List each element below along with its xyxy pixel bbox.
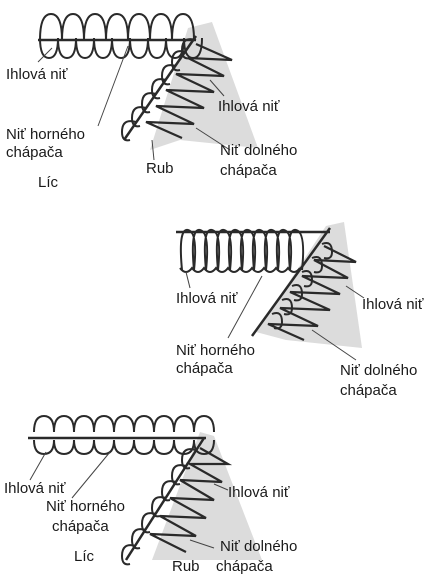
label-needle-thread-right-middle: Ihlová niť [362,296,424,313]
label-upper-looper-line2-bottom: chápača [52,518,109,535]
label-upper-looper-line2-middle: chápača [176,360,233,377]
label-needle-thread-right-top: Ihlová niť [218,98,280,115]
label-back-bottom: Rub [172,558,200,575]
leader-needle-left-bottom [30,452,46,480]
needle-thread-base-middle [180,268,300,272]
label-needle-thread-left-bottom: Ihlová niť [4,480,66,497]
upper-looper-loops-bottom [34,416,214,432]
label-upper-looper-line2-top: chápača [6,144,63,161]
label-needle-thread-right-bottom: Ihlová niť [228,484,290,501]
needle-thread-loops-bottom [34,440,214,454]
label-face-bottom: Líc [74,548,94,565]
label-face-top: Líc [38,174,58,191]
label-lower-looper-line2-middle: chápača [340,382,397,399]
label-lower-looper-line1-bottom: Niť dolného [220,538,297,555]
label-lower-looper-line1-top: Niť dolného [220,142,297,159]
label-lower-looper-line2-bottom: chápača [216,558,273,575]
label-needle-thread-left-top: Ihlová niť [6,66,68,83]
label-lower-looper-line1-middle: Niť dolného [340,362,417,379]
leader-needle-left-top [38,48,52,62]
label-needle-thread-left-middle: Ihlová niť [176,290,238,307]
label-upper-looper-line1-top: Niť horného [6,126,85,143]
leader-upper-looper-bottom [72,452,110,498]
label-lower-looper-line2-top: chápača [220,162,277,179]
upper-looper-loops-top [40,14,194,40]
label-upper-looper-line1-middle: Niť horného [176,342,255,359]
upper-looper-loops-middle [181,230,303,270]
label-upper-looper-line1-bottom: Niť horného [46,498,125,515]
label-back-top: Rub [146,160,174,177]
leader-needle-left-middle [186,272,190,288]
